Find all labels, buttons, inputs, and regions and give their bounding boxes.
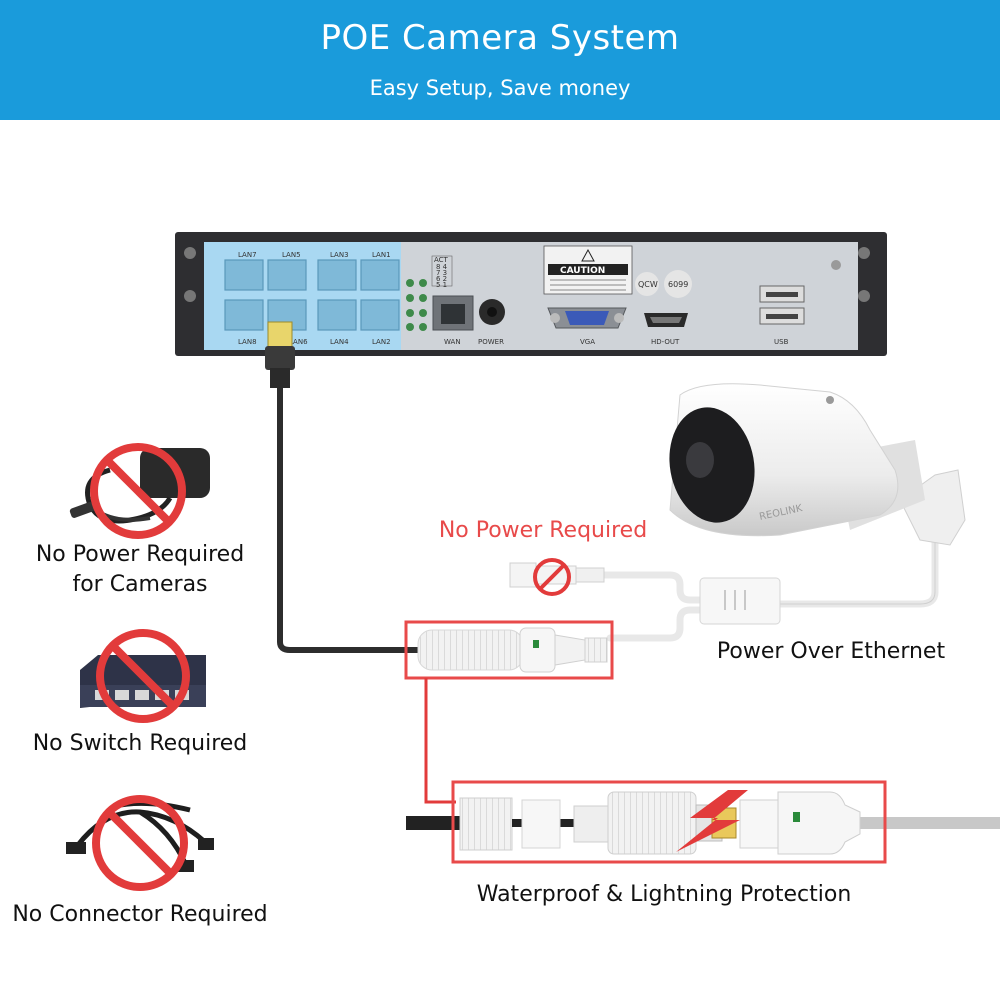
prohibited-icon <box>96 629 190 723</box>
no-power-cameras-label: No Power Required for Cameras <box>35 542 245 597</box>
no-connector-label: No Connector Required <box>12 902 268 927</box>
lan-label: LAN8 <box>238 338 257 346</box>
ethernet-cable <box>277 360 420 653</box>
nvr-recorder: LAN7 LAN5 LAN3 LAN1 LAN8 LAN6 LAN4 LAN2 … <box>175 232 887 356</box>
dc-power-connector-icon <box>509 562 605 588</box>
lan-label: LAN7 <box>238 251 257 259</box>
poe-adapter-highlight <box>404 620 614 680</box>
prohibited-icon <box>533 558 571 596</box>
header-banner: POE Camera System Easy Setup, Save money <box>0 0 1000 120</box>
caution-label: CAUTION <box>560 266 605 276</box>
cable-junction-box <box>699 577 781 625</box>
page-subtitle: Easy Setup, Save money <box>369 76 631 100</box>
prohibited-icon <box>90 443 186 539</box>
lan-label: LAN5 <box>282 251 301 259</box>
waterproof-cap-assembly <box>459 791 861 855</box>
act-row: 7 3 <box>436 269 447 277</box>
no-power-required-callout: No Power Required <box>438 518 648 543</box>
poe-label: Power Over Ethernet <box>716 639 946 664</box>
wan-label: WAN <box>444 338 461 346</box>
waterproof-label: Waterproof & Lightning Protection <box>476 882 852 907</box>
act-label: ACT <box>434 256 449 264</box>
lan-label: LAN3 <box>330 251 349 259</box>
lan-label: LAN2 <box>372 338 391 346</box>
bullet-camera: REOLINK <box>669 383 966 546</box>
act-row: 6 2 <box>436 275 447 283</box>
act-row: 5 1 <box>436 281 447 289</box>
power-adapter-icon <box>69 448 210 524</box>
rj45-plug-icon <box>265 321 295 388</box>
act-row: 8 4 <box>436 263 448 271</box>
page-title: POE Camera System <box>320 18 680 58</box>
lan-label: LAN6 <box>289 338 308 346</box>
badge-right: 6099 <box>668 280 688 289</box>
callout-line <box>424 678 456 804</box>
lan-label: LAN1 <box>372 251 391 259</box>
badge-left: QCW <box>638 280 658 289</box>
usb-label: USB <box>774 338 789 346</box>
ground-screw-icon <box>831 260 841 270</box>
lightning-icon <box>676 790 748 852</box>
prohibited-icon <box>92 795 188 891</box>
lan-label: LAN4 <box>330 338 349 346</box>
power-label: POWER <box>478 338 504 346</box>
hdout-label: HD-OUT <box>651 338 680 346</box>
no-switch-label: No Switch Required <box>32 731 248 756</box>
waterproof-highlight <box>451 780 887 864</box>
poe-adapter <box>417 627 608 673</box>
vga-label: VGA <box>580 338 595 346</box>
